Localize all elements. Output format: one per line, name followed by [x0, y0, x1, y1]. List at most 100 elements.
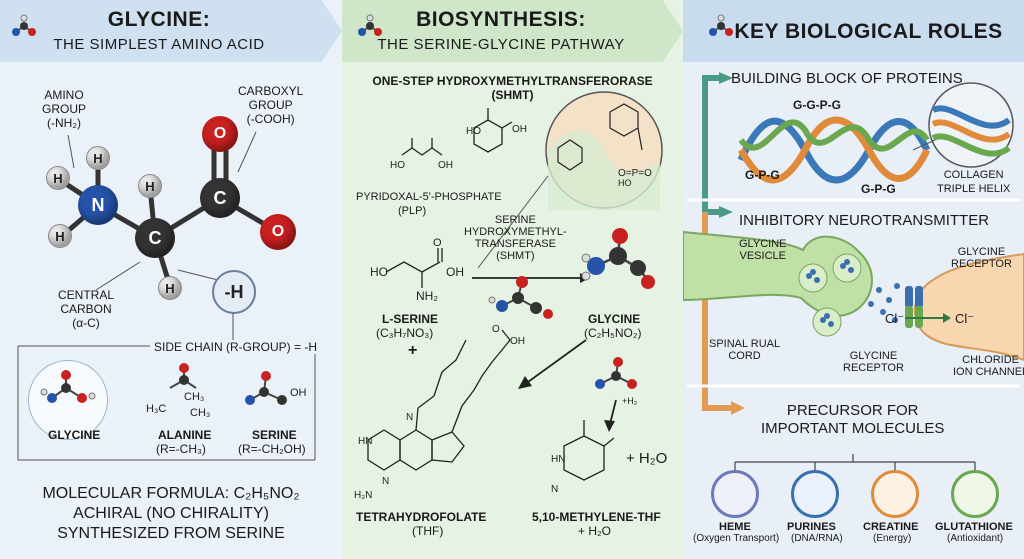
serine-formula: (C₃H₇NO₃)	[376, 326, 434, 340]
biosynthesis-panel: BIOSYNTHESIS: THE SERINE-GLYCINE PATHWAY…	[342, 0, 683, 559]
heme-name: HEME	[719, 521, 751, 533]
glutathione-icon	[951, 470, 999, 518]
plp-abbr: (PLP)	[398, 205, 427, 217]
creatine-name: CREATINE	[863, 521, 919, 533]
heme-icon	[711, 470, 759, 518]
fact-chirality: ACHIRAL (NO CHIRALITY)	[73, 505, 269, 522]
glycine-compare-name: GLYCINE	[48, 428, 101, 442]
hydrogen-atom: H	[46, 166, 70, 190]
panel1-title: GLYCINE:	[107, 8, 211, 31]
roles-diagram	[683, 72, 1024, 470]
carboxyl-carbon-atom: C	[200, 178, 240, 218]
heme-desc: (Oxygen Transport)	[693, 533, 780, 544]
oxygen-atom: O	[202, 116, 238, 152]
glycine-name: GLYCINE	[588, 312, 641, 326]
svg-text:OH: OH	[510, 336, 525, 347]
svg-text:NH₂: NH₂	[416, 289, 438, 303]
oxygen-atom: O	[260, 214, 296, 250]
chloride-ion-1: Cl⁻	[885, 311, 905, 326]
plp-label: PYRIDOXAL-5'-PHOSPHATE	[356, 191, 502, 203]
molecule-icon	[12, 14, 36, 36]
purines-desc: (DNA/RNA)	[791, 533, 843, 544]
gpg-right-label: G-P-G	[861, 182, 896, 196]
biological-roles-panel: KEY BIOLOGICAL ROLES BUILDIN	[683, 0, 1024, 559]
nitrogen-atom: N	[78, 185, 118, 225]
alanine-compare-name: ALANINE	[158, 428, 212, 442]
svg-text:N: N	[406, 412, 413, 423]
purine-icon	[791, 470, 839, 518]
role-neurotransmitter-label: INHIBITORY NEUROTRANSMITTER	[739, 212, 990, 229]
panel1-subtitle: THE SIMPLEST AMINO ACID	[53, 36, 265, 53]
panel2-title: BIOSYNTHESIS:	[416, 8, 586, 31]
thf-name: TETRAHYDROFOLATE	[356, 510, 487, 524]
svg-text:OH: OH	[290, 387, 307, 399]
svg-text:OH: OH	[438, 160, 453, 171]
serine-name: L-SERINE	[382, 312, 439, 326]
svg-text:+H₂: +H₂	[622, 396, 638, 406]
role-protein-label: BUILDING BLOCK OF PROTEINS	[731, 70, 963, 87]
svg-text:O: O	[433, 237, 442, 249]
thf-abbr: (THF)	[412, 524, 444, 538]
svg-text:HN: HN	[551, 454, 565, 465]
svg-text:O=P=O: O=P=O	[618, 168, 652, 179]
glutathione-desc: (Antioxidant)	[947, 533, 1004, 544]
serine-compare-name: SERINE	[252, 428, 297, 442]
svg-text:HN: HN	[358, 436, 372, 447]
chloride-ion-2: Cl⁻	[955, 311, 975, 326]
svg-text:OH: OH	[512, 124, 527, 135]
svg-text:HO: HO	[466, 126, 481, 137]
gpg-left-label: G-P-G	[745, 168, 780, 182]
fact-formula: MOLECULAR FORMULA: C₂H₅NO₂	[42, 485, 300, 502]
hydrogen-atom: H	[86, 146, 110, 170]
alpha-carbon-atom: C	[135, 218, 175, 258]
water-product: + H₂O	[626, 450, 668, 467]
svg-text:H₃C: H₃C	[146, 403, 166, 415]
panel1-header	[0, 0, 342, 62]
fact-synthesis: SYNTHESIZED FROM SERINE	[57, 525, 285, 542]
panel3-header	[683, 0, 1024, 62]
molecule-icon	[358, 14, 382, 36]
glycine-facts: MOLECULAR FORMULA: C₂H₅NO₂ ACHIRAL (NO C…	[0, 484, 342, 544]
hydrogen-atom: H	[48, 224, 72, 248]
step-abbr: (SHMT)	[491, 88, 534, 102]
methylene-thf-extra: + H₂O	[578, 524, 611, 538]
svg-text:HO: HO	[390, 160, 405, 171]
plus-sign: +	[408, 342, 418, 359]
svg-text:H₂N: H₂N	[354, 490, 372, 501]
molecule-icon	[709, 14, 733, 36]
svg-text:N: N	[382, 476, 389, 487]
side-chain-label: SIDE CHAIN (R-GROUP) = -H	[150, 340, 322, 354]
step-title: ONE-STEP HYDROXYMETHYLTRANSFERORASE	[372, 74, 653, 88]
svg-text:CH₃: CH₃	[184, 391, 204, 403]
creatine-desc: (Energy)	[873, 533, 912, 544]
svg-text:HO: HO	[618, 178, 632, 188]
svg-text:HO: HO	[370, 265, 388, 279]
svg-text:CH₃: CH₃	[190, 407, 210, 419]
svg-text:OH: OH	[446, 265, 464, 279]
gpg-top-label: G-G-P-G	[793, 98, 841, 112]
side-chain-hydrogen: -H	[212, 270, 256, 314]
glutathione-name: GLUTATHIONE	[935, 521, 1013, 533]
hydrogen-atom: H	[158, 276, 182, 300]
panel2-subtitle: THE SERINE-GLYCINE PATHWAY	[377, 36, 625, 53]
panel2-header	[342, 0, 683, 62]
creatine-icon	[871, 470, 919, 518]
comparison-molecules: H₃C CH₃ CH₃ OH	[40, 363, 307, 419]
biosynthesis-diagram: HO OH HO OH O=P=O HO HO O OH NH₂	[354, 91, 663, 501]
purines-name: PURINES	[787, 521, 836, 533]
glycine-formula: (C₂H₅NO₂)	[584, 326, 642, 340]
panel3-title: KEY BIOLOGICAL ROLES	[734, 20, 1003, 43]
serine-compare-formula: (R=-CH₂OH)	[238, 442, 306, 456]
